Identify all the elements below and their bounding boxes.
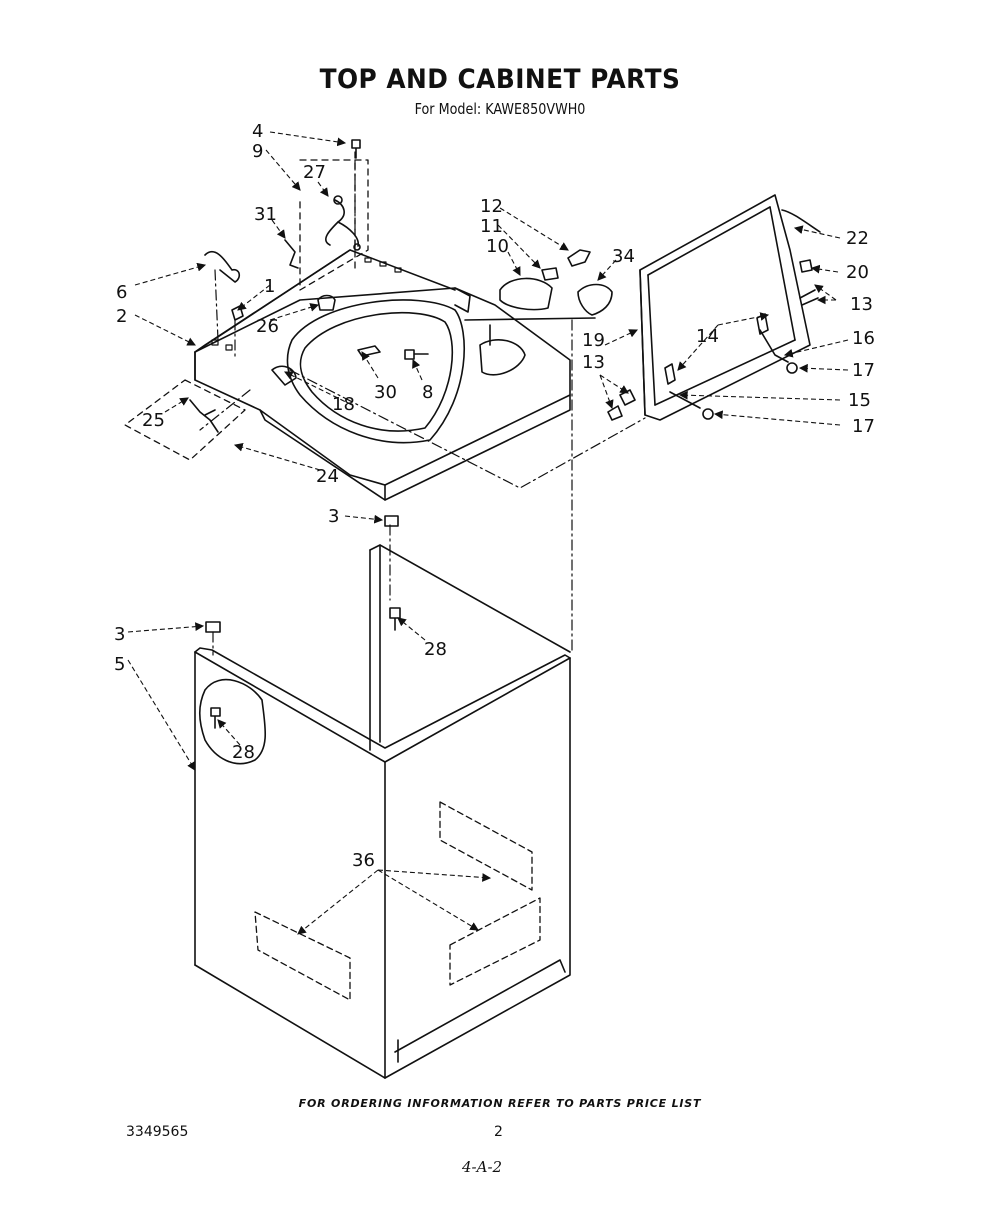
part-24-box [124,379,246,461]
lid-assembly [639,194,811,421]
part-17b [702,408,714,420]
callout-4: 4 [252,121,263,142]
part-20 [799,259,813,273]
handwritten-note: 4-A-2 [462,1158,503,1176]
part-26 [317,294,336,311]
part-31 [284,239,299,269]
control-panel-rear [194,249,456,353]
part-25 [189,399,219,433]
part-13a [799,289,819,306]
callout-17-bottom: 17 [852,416,875,437]
wire-harness-box [299,151,369,291]
part-6-clip [204,250,241,283]
part-4-screw [351,139,361,159]
callout-20: 20 [846,262,869,283]
callout-12: 12 [480,196,503,217]
callout-31: 31 [254,204,277,225]
callout-19: 19 [582,330,605,351]
part-28b-screw [210,707,221,729]
callout-10: 10 [486,236,509,257]
callout-14: 14 [696,326,719,347]
part-17a [786,362,798,374]
part-30 [357,345,381,357]
part-16 [759,329,789,363]
part-22 [781,209,821,233]
callout-6: 6 [116,282,127,303]
callout-25: 25 [142,410,165,431]
callout-30: 30 [374,382,397,403]
callout-16: 16 [852,328,875,349]
callout-8: 8 [422,382,433,403]
part-15 [669,391,701,409]
callout-2: 2 [116,306,127,327]
cutaway-inset [198,678,267,765]
washer-cabinet [194,544,571,1079]
callout-18: 18 [332,394,355,415]
callout-36: 36 [352,850,375,871]
part-36-panels [254,801,541,1001]
document-number: 3349565 [126,1124,189,1140]
part-3b [205,621,221,633]
part-13b [607,389,636,421]
part-18 [271,365,297,386]
ordering-info-note: FOR ORDERING INFORMATION REFER TO PARTS … [298,1097,702,1110]
wire-harness-part [325,195,361,251]
page-number: 2 [494,1124,503,1140]
callout-27: 27 [303,162,326,183]
model-subtitle: For Model: KAWE850VWH0 [414,100,586,118]
callout-34: 34 [612,246,635,267]
callout-28-inset: 28 [232,742,255,763]
callout-22: 22 [846,228,869,249]
callout-13-left: 13 [582,352,605,373]
part-1 [231,305,244,321]
callout-26: 26 [256,316,279,337]
part-11 [541,267,559,281]
page-title: TOP AND CABINET PARTS [319,64,681,95]
callout-17-top: 17 [852,360,875,381]
callout-24: 24 [316,466,339,487]
callout-1: 1 [264,276,275,297]
callout-13-top: 13 [850,294,873,315]
part-10 [499,277,553,311]
part-12 [567,249,591,267]
callout-28-cabinet: 28 [424,639,447,660]
part-34 [577,283,613,316]
part-8-screw [404,349,429,360]
callout-3-left: 3 [114,624,125,645]
part-3a [384,515,399,527]
callout-3-top: 3 [328,506,339,527]
callout-5: 5 [114,654,125,675]
callout-15: 15 [848,390,871,411]
callout-labels: 4 9 27 31 12 11 10 34 22 20 13 16 17 15 … [114,121,875,871]
callout-11: 11 [480,216,503,237]
callout-9: 9 [252,141,263,162]
